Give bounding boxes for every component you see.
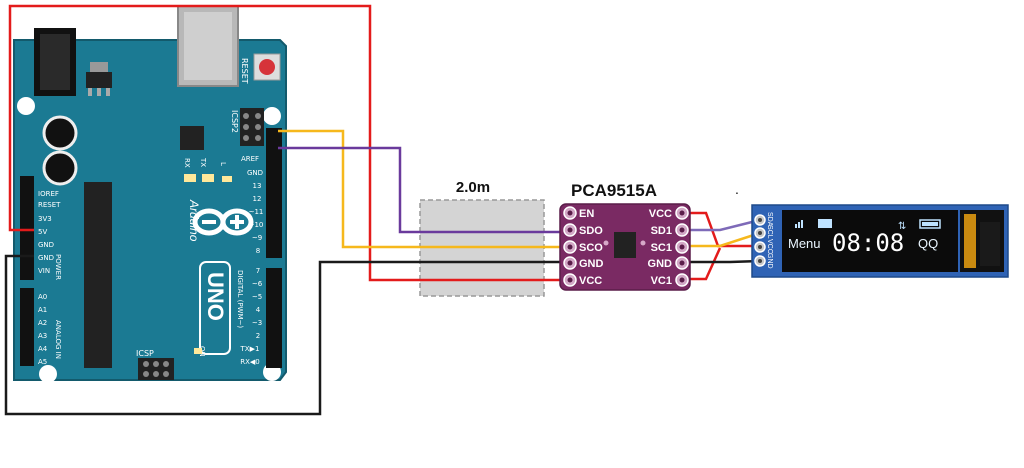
oled-pin-label: SCL xyxy=(766,225,773,239)
svg-text:GND: GND xyxy=(38,254,54,262)
dot-marker: . xyxy=(735,181,739,197)
yellow-wire xyxy=(278,129,568,249)
yellow-wire-oled xyxy=(684,231,761,248)
svg-text:A3: A3 xyxy=(38,332,47,340)
svg-text:A0: A0 xyxy=(38,293,47,301)
capacitor xyxy=(42,150,78,186)
reset-label: RESET xyxy=(240,58,249,84)
wires xyxy=(4,4,761,416)
svg-text:5V: 5V xyxy=(38,228,47,236)
arduino-logo xyxy=(192,208,254,236)
cable-length-label: 2.0m xyxy=(456,179,490,196)
svg-text:~10: ~10 xyxy=(249,221,264,229)
module-title: PCA9515A xyxy=(571,181,657,200)
svg-text:A2: A2 xyxy=(38,319,47,327)
svg-text:3V3: 3V3 xyxy=(38,215,52,223)
icsp-header xyxy=(138,358,174,380)
oled-pin-label: SDA xyxy=(766,212,773,227)
red-wire xyxy=(8,4,568,282)
analog-label: ANALOG IN xyxy=(54,320,62,359)
voltage-regulator xyxy=(86,72,112,88)
battery-icon xyxy=(919,219,941,229)
oled-qq-label: QQ xyxy=(918,236,938,251)
signal-icon xyxy=(795,220,803,228)
svg-text:12: 12 xyxy=(253,195,262,203)
module-pin-label: EN xyxy=(579,208,594,220)
svg-text:A5: A5 xyxy=(38,358,47,366)
svg-text:RESET: RESET xyxy=(38,201,61,209)
module-pin-label: VCC xyxy=(579,275,602,287)
svg-text:~11: ~11 xyxy=(249,208,264,216)
oled-menu-label: Menu xyxy=(788,236,821,251)
icsp-label: ICSP xyxy=(136,349,154,358)
capacitor xyxy=(42,115,78,151)
svg-text:~3: ~3 xyxy=(252,319,262,327)
svg-text:A1: A1 xyxy=(38,306,47,314)
module-pin-label: SCO xyxy=(579,242,603,254)
svg-text:~9: ~9 xyxy=(252,234,262,242)
mail-icon xyxy=(818,219,832,228)
usb-chip xyxy=(180,126,204,150)
svg-text:13: 13 xyxy=(253,182,262,190)
svg-text:TX▶1: TX▶1 xyxy=(240,345,260,353)
module-pin-label: VCC xyxy=(649,208,672,220)
module-pin-label: VC1 xyxy=(651,275,672,287)
svg-text:AREF: AREF xyxy=(241,155,259,163)
black-wire-oled xyxy=(684,259,761,264)
svg-text:~5: ~5 xyxy=(252,293,262,301)
power-label: POWER xyxy=(54,254,62,280)
svg-text:~6: ~6 xyxy=(252,280,263,288)
svg-text:GND: GND xyxy=(38,241,54,249)
reset-button xyxy=(253,53,281,81)
oled-pin-label: GND xyxy=(766,253,773,269)
svg-text:UNO: UNO xyxy=(203,272,228,321)
rx-label: RX xyxy=(183,158,191,168)
oled-pin-label: VCC xyxy=(766,239,773,254)
module-pin-label: GND xyxy=(648,258,673,270)
purple-wire xyxy=(278,146,568,234)
module-pin-label: SDO xyxy=(579,225,603,237)
black-wire xyxy=(4,254,568,416)
svg-text:RX◀0: RX◀0 xyxy=(240,358,260,366)
svg-text:2: 2 xyxy=(256,332,260,340)
transfer-icon: ⇅ xyxy=(898,221,906,232)
pca9515a-chip xyxy=(614,232,636,258)
digital-label: DIGITAL (PWM~) xyxy=(236,270,244,328)
svg-text:8: 8 xyxy=(256,247,260,255)
icsp2-header xyxy=(240,108,264,146)
purple-wire-oled xyxy=(684,218,761,232)
svg-text:VIN: VIN xyxy=(38,267,50,275)
module-pin-label: GND xyxy=(579,258,604,270)
digital-header xyxy=(266,128,282,368)
power-pin-labels: IOREF RESET 3V3 5V GND GND VIN A0 A1 A2 … xyxy=(38,190,61,366)
digital-pin-labels: AREF GND 13 12 ~11 ~10 ~9 8 7 ~6 ~5 4 ~3… xyxy=(240,155,264,366)
module-pin-label: SC1 xyxy=(651,242,672,254)
svg-text:A4: A4 xyxy=(38,345,48,353)
svg-text:7: 7 xyxy=(256,267,260,275)
atmega-chip xyxy=(84,182,112,368)
svg-text:IOREF: IOREF xyxy=(38,190,59,198)
module-pin-label: SD1 xyxy=(651,225,672,237)
oled-time: 08:08 xyxy=(832,229,904,257)
svg-text:GND: GND xyxy=(247,169,263,177)
arduino-uno-board: RESET ICSP2 TX RX L Arduino U xyxy=(13,5,287,383)
svg-text:4: 4 xyxy=(256,306,261,314)
icsp2-label: ICSP2 xyxy=(230,110,239,133)
uno-logo: UNO xyxy=(199,261,231,355)
l-label: L xyxy=(219,162,227,166)
brand-label: Arduino xyxy=(187,199,201,242)
tx-label: TX xyxy=(199,157,207,167)
power-header xyxy=(20,176,34,366)
red-wire-oled-2 xyxy=(684,247,722,281)
